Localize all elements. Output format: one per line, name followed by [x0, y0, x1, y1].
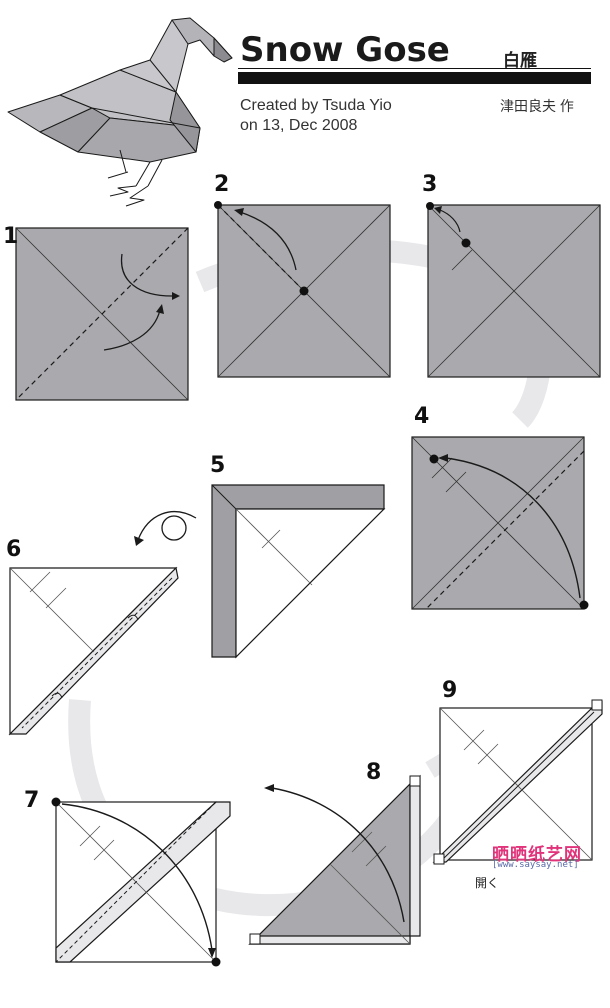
- page-title-japanese: 白雁: [503, 51, 537, 71]
- watermark-brand: 晒晒纸艺网: [492, 845, 582, 865]
- title-rule: [238, 68, 591, 69]
- page-title: Snow Gose: [240, 30, 450, 70]
- step-number-8: 8: [366, 760, 382, 785]
- step-number-5: 5: [210, 453, 226, 478]
- author-japanese: 津田良夫 作: [500, 98, 574, 114]
- step2-square: [214, 201, 391, 378]
- step-number-6: 6: [6, 537, 22, 562]
- step1-square: [15, 227, 189, 401]
- credit-line-author: Created by Tsuda Yio: [240, 97, 392, 114]
- step-number-3: 3: [422, 172, 438, 197]
- step4-square: [411, 436, 589, 610]
- step3-square: [426, 202, 601, 378]
- step-number-1: 1: [3, 224, 19, 249]
- step5-shape: [134, 484, 386, 659]
- goose-illustration: [7, 17, 233, 207]
- watermark-url: [www.saysay.net]: [492, 860, 579, 870]
- step-number-7: 7: [24, 788, 40, 813]
- step-number-4: 4: [414, 404, 430, 429]
- step6-shape: [8, 566, 179, 736]
- credit-block: Created by Tsuda Yio on 13, Dec 2008: [240, 96, 392, 136]
- step-number-9: 9: [442, 678, 458, 703]
- step8-shape: [248, 774, 421, 945]
- step9-open-label: 開く: [475, 876, 500, 890]
- title-bar: [238, 72, 591, 84]
- credit-line-date: on 13, Dec 2008: [240, 117, 358, 134]
- step9-shape: [432, 699, 603, 865]
- step7-shape: [51, 797, 231, 967]
- step-number-2: 2: [214, 172, 230, 197]
